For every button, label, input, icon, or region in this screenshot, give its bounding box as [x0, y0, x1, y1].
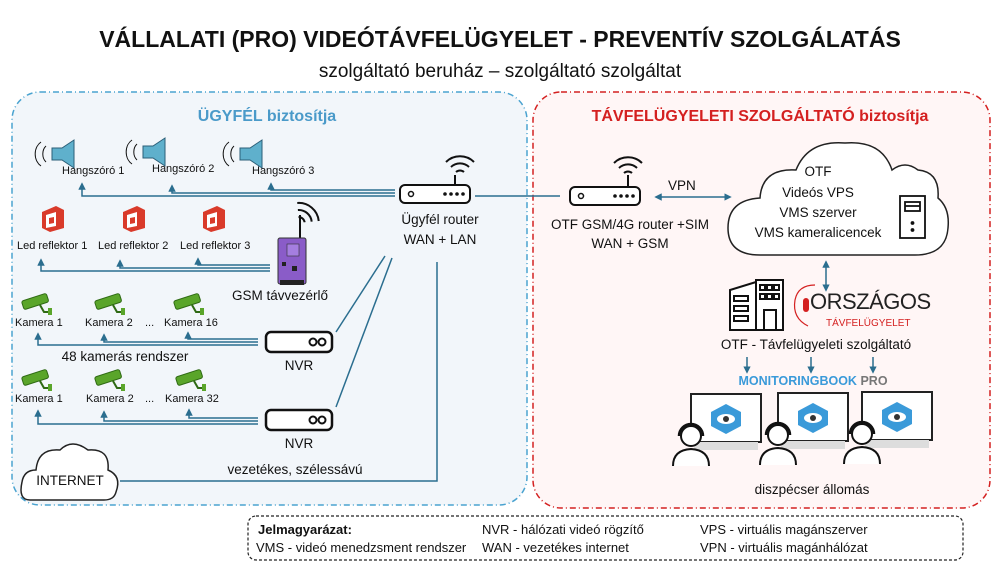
- station-arrows: [743, 357, 877, 374]
- service-cloud-icon: [727, 141, 950, 256]
- nvr-icon: [264, 408, 334, 432]
- client-heading: ÜGYFÉL biztosítja: [197, 108, 337, 125]
- nvr-router-lines: [120, 255, 438, 482]
- led-label: Led reflektor 1: [17, 240, 88, 252]
- vpn-label: VPN: [668, 178, 696, 193]
- provider-heading: TÁVFELÜGYELETI SZOLGÁLTATÓ biztosítja: [591, 108, 929, 125]
- server-icon: [899, 195, 926, 239]
- software-suffix: PRO: [860, 374, 888, 388]
- otf-router-label-2: WAN + GSM: [591, 236, 669, 251]
- gsm-controller-icon: [277, 197, 324, 285]
- software-brand: MONITORINGBOOK PRO: [738, 374, 887, 388]
- led-lines: [37, 257, 270, 272]
- logo-sub-text: TÁVFELÜGYELET: [826, 318, 911, 329]
- logo-head-icon: [793, 284, 816, 327]
- legend-item: VPN - virtuális magánhálózat: [700, 540, 868, 555]
- led-label: Led reflektor 3: [180, 240, 251, 252]
- page-title: VÁLLALATI (PRO) VIDEÓTÁVFELÜGYELET - PRE…: [99, 26, 901, 52]
- camera-label: Kamera 32: [165, 393, 219, 405]
- speaker-label: Hangszóró 3: [252, 165, 315, 177]
- speaker-label: Hangszóró 1: [62, 165, 125, 177]
- camera-label: Kamera 1: [15, 317, 63, 329]
- speaker-icon: [34, 139, 75, 169]
- camera-ellipsis: ...: [145, 393, 155, 405]
- legend-item: VMS - videó menedzsment rendszer: [256, 540, 467, 555]
- cloud-line: OTF: [804, 164, 832, 179]
- legend-item: NVR - hálózati videó rögzítő: [482, 522, 644, 537]
- router-icon: [399, 184, 471, 204]
- building-icon: [729, 279, 784, 331]
- provider-label: OTF - Távfelügyeleti szolgáltató: [720, 337, 912, 352]
- otf-router-label: OTF GSM/4G router +SIM: [551, 217, 709, 232]
- logo-main-text: ORSZÁGOS: [810, 289, 931, 314]
- camera-lines-1: [34, 331, 258, 346]
- stations-label: diszpécser állomás: [754, 482, 870, 497]
- speaker-label: Hangszóró 2: [152, 163, 215, 175]
- internet-label: INTERNET: [36, 473, 104, 488]
- page-subtitle: szolgáltató beruház – szolgáltató szolgá…: [318, 61, 682, 82]
- otf-router-icon: [569, 186, 641, 206]
- camera-label: Kamera 1: [15, 393, 63, 405]
- nvr-label: NVR: [284, 358, 314, 373]
- software-name: MONITORINGBOOK: [738, 374, 857, 388]
- led-label: Led reflektor 2: [98, 240, 169, 252]
- speaker-lines: [78, 182, 395, 197]
- camera-label: Kamera 16: [164, 317, 218, 329]
- system-label: 48 kamerás rendszer: [61, 349, 189, 364]
- camera-label: Kamera 2: [85, 317, 133, 329]
- nvr-icon: [264, 330, 334, 354]
- camera-lines-2: [34, 408, 258, 425]
- client-router-label-2: WAN + LAN: [403, 232, 477, 247]
- client-router-label: Ügyfél router: [401, 212, 479, 227]
- nvr-label: NVR: [284, 436, 314, 451]
- legend-title: Jelmagyarázat:: [258, 522, 352, 537]
- internet-link-label: vezetékes, szélessávú: [227, 462, 363, 477]
- cloud-line: VMS kameralicencek: [754, 225, 882, 240]
- legend-item: VPS - virtuális magánszerver: [700, 522, 868, 537]
- cloud-line: VMS szerver: [779, 205, 857, 220]
- camera-ellipsis: ...: [145, 317, 155, 329]
- cloud-line: Videós VPS: [782, 185, 854, 200]
- legend-item: WAN - vezetékes internet: [482, 540, 629, 555]
- speaker-icon: [125, 137, 166, 167]
- gsm-label: GSM távvezérlő: [231, 288, 329, 303]
- speaker-icon: [222, 139, 263, 169]
- camera-label: Kamera 2: [86, 393, 134, 405]
- legend-box: [247, 515, 964, 561]
- internet-cloud-icon: [20, 443, 119, 501]
